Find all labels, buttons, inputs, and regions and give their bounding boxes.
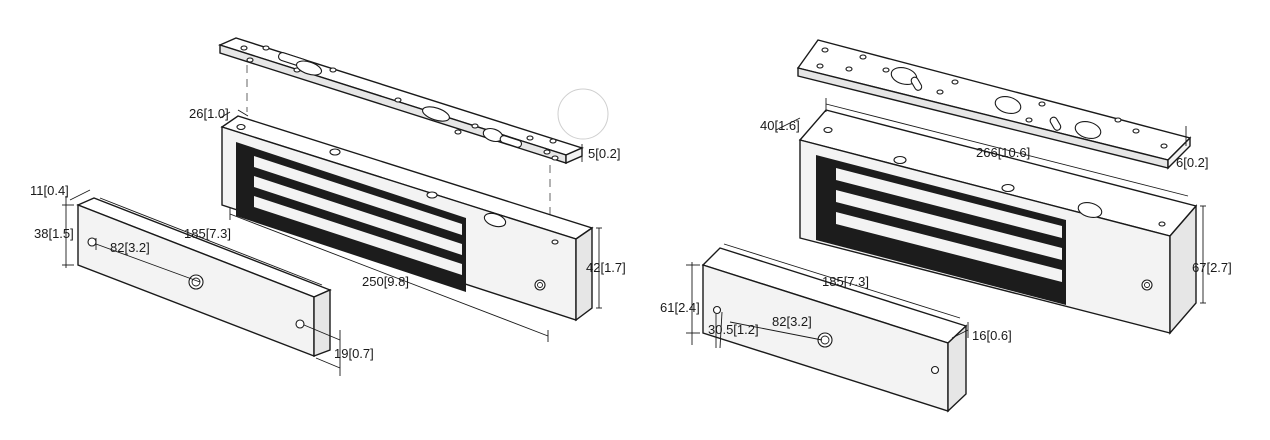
right-dim-body-height: 67[2.7] xyxy=(1192,260,1232,275)
right-dim-armature-length: 185[7.3] xyxy=(822,274,869,289)
right-dim-armature-thickness: 16[0.6] xyxy=(972,328,1012,343)
right-dimension-lines xyxy=(686,98,1206,349)
right-mounting-plate xyxy=(796,39,1192,170)
right-dim-armature-hole-spacing: 82[3.2] xyxy=(772,314,812,329)
left-mounting-plate xyxy=(218,37,584,165)
right-dim-body-depth: 40[1.6] xyxy=(760,118,800,133)
right-armature xyxy=(701,247,968,413)
left-dimension-lines xyxy=(62,109,602,376)
left-dim-armature-edge: 19[0.7] xyxy=(334,346,374,361)
left-dim-body-length: 250[9.8] xyxy=(362,274,409,289)
right-dim-armature-height: 61[2.4] xyxy=(660,300,700,315)
circle-marker xyxy=(557,88,609,140)
left-lock: 26[1.0] 5[0.2] 11[0.4] 38[1.5] 185[7.3] … xyxy=(30,37,626,376)
left-magnet-body xyxy=(220,115,594,322)
left-dim-armature-hole-spacing: 82[3.2] xyxy=(110,240,150,255)
right-magnet-body xyxy=(798,109,1198,335)
left-dim-armature-thickness: 11[0.4] xyxy=(30,183,69,198)
left-dim-plate-thickness: 5[0.2] xyxy=(588,146,621,161)
left-dim-body-height: 42[1.7] xyxy=(586,260,626,275)
right-dim-armature-hole-offset: 30.5[1.2] xyxy=(708,322,759,337)
left-dim-body-depth: 26[1.0] xyxy=(189,106,229,121)
right-dim-body-length: 266[10.6] xyxy=(976,145,1030,160)
left-dim-armature-height: 38[1.5] xyxy=(34,226,74,241)
right-lock: 40[1.6] 266[10.6] 6[0.2] 67[2.7] 185[7.3… xyxy=(660,39,1232,413)
left-dim-armature-length: 185[7.3] xyxy=(184,226,231,241)
right-dim-plate-thickness: 6[0.2] xyxy=(1176,155,1209,170)
